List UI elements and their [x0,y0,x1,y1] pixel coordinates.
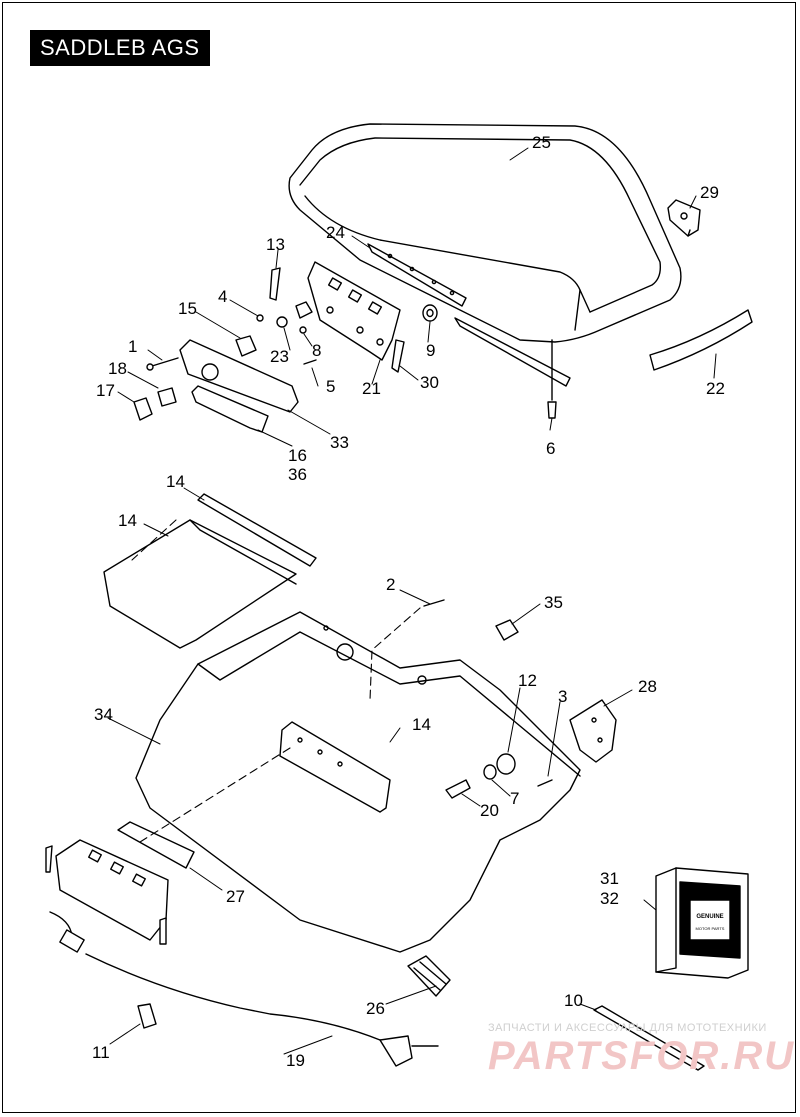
callout-3: 3 [558,687,567,706]
callout-15: 15 [178,299,197,318]
callout-14-top: 14 [166,472,185,491]
callout-1: 1 [128,337,137,356]
latch-lever-part [269,267,405,373]
callout-10: 10 [564,991,583,1010]
saddlebag-body-part [135,611,581,953]
watermark: ЗАПЧАСТИ И АКСЕССУАРЫ ДЛЯ МОТОТЕХНИКИ PA… [488,1022,796,1078]
cable-clip-part [137,1003,157,1029]
callout-11: 11 [92,1043,110,1062]
callout-14-liner: 14 [118,511,137,530]
latch-cover-part [179,339,299,413]
callout-30: 30 [420,373,439,392]
callout-19: 19 [286,1051,305,1070]
tether-strap-part [454,317,571,419]
watermark-brand: PARTSFOR.RU [488,1034,796,1078]
grommet-part [445,753,553,799]
release-cable-part [49,911,439,1067]
callout-34: 34 [94,705,113,724]
hinge-strip-part [367,243,467,307]
callout-22: 22 [706,379,725,398]
callout-18: 18 [108,359,127,378]
page-title: SADDLEB AGS [30,30,210,66]
callout-23: 23 [270,347,289,366]
callout-16: 16 [288,446,307,465]
callout-14-body: 14 [412,715,431,734]
lid-bracket-part [667,199,701,237]
clip-part [133,387,177,421]
callout-4: 4 [218,287,227,306]
callout-12: 12 [518,671,537,690]
watermark-tagline: ЗАПЧАСТИ И АКСЕССУАРЫ ДЛЯ МОТОТЕХНИКИ [488,1022,767,1034]
latch-hardware-part [235,301,313,357]
callout-20: 20 [480,801,499,820]
lower-latch-assembly-part [45,821,195,945]
callout-27: 27 [226,887,245,906]
callout-31: 31 [600,869,619,888]
saddlebag-lid-part [288,123,682,343]
tie-strap-part [593,1005,705,1071]
mounting-bracket-part [569,699,617,763]
trim-strip-part [649,309,753,371]
screw-part [146,314,317,371]
fastener-part [423,599,519,641]
callout-8: 8 [312,341,321,360]
genuine-parts-box [655,867,749,979]
callout-28: 28 [638,677,657,696]
callout-36: 36 [288,465,307,484]
bumper-pad-part [407,955,451,997]
callout-5: 5 [326,377,335,396]
callout-32: 32 [600,889,619,908]
callout-26: 26 [366,999,385,1018]
callout-33: 33 [330,433,349,452]
badge-line1: GENUINE [696,914,723,920]
callout-29: 29 [700,183,719,202]
upper-latch-assembly-part [307,261,401,361]
callout-25: 25 [532,133,551,152]
badge-line2: MOTOR PARTS [696,926,725,931]
callout-21: 21 [362,379,381,398]
callout-17: 17 [96,381,115,400]
callout-35: 35 [544,593,563,612]
callout-24: 24 [326,223,345,242]
washer-part [422,304,438,322]
liner-panel-part [103,519,297,649]
callout-7: 7 [510,789,519,808]
callout-9: 9 [426,341,435,360]
callout-13: 13 [266,235,285,254]
callout-2: 2 [386,575,395,594]
callout-6: 6 [546,439,555,458]
